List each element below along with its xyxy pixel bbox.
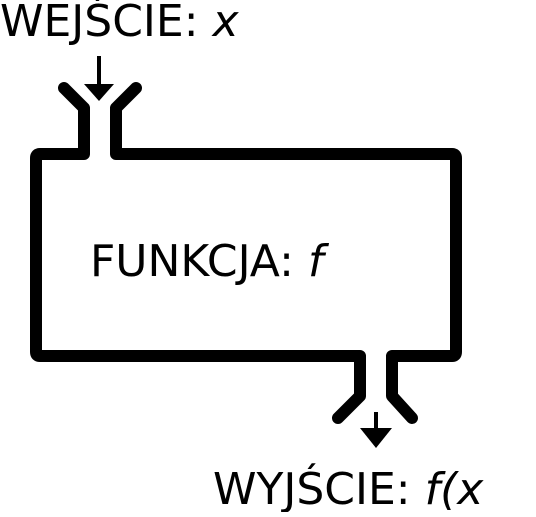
input-label-text: WEJŚCIE: [0, 0, 213, 47]
function-label-text: FUNKCJA: [90, 236, 308, 287]
function-box [30, 82, 462, 424]
output-variable: f(x [425, 464, 485, 512]
input-label: WEJŚCIE: x [0, 0, 240, 47]
input-arrow-head [84, 84, 114, 101]
output-label: WYJŚCIE: f(x [213, 462, 484, 512]
function-label: FUNKCJA: f [90, 236, 330, 287]
function-variable: f [308, 236, 330, 287]
output-arrow-head [360, 428, 392, 448]
input-variable: x [211, 0, 240, 47]
output-label-text: WYJŚCIE: [213, 462, 425, 512]
